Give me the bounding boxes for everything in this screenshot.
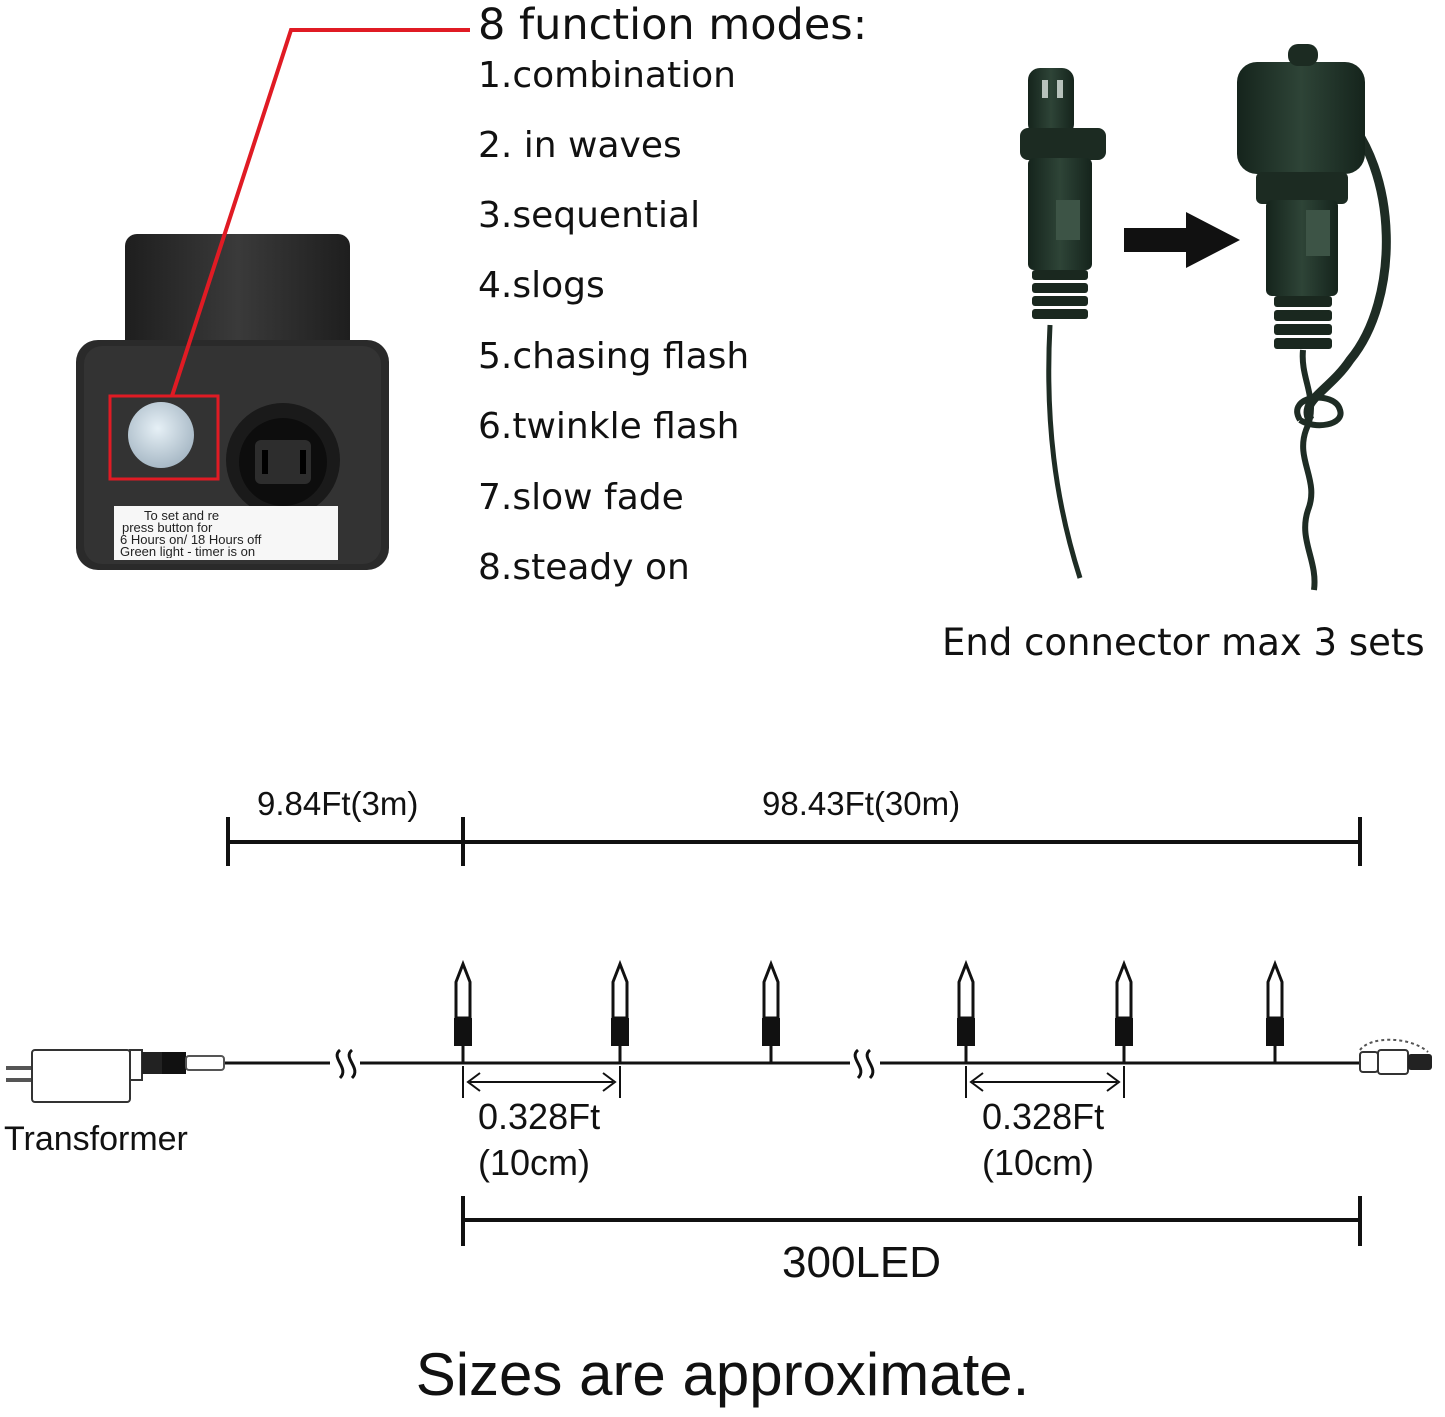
cable-right [1299, 349, 1318, 591]
break-symbol [853, 1048, 863, 1080]
timer-instructions-line: press button for [122, 520, 213, 535]
mode-item: 3.sequential [478, 195, 701, 236]
spacing-arrows [462, 1066, 1125, 1098]
led-bulb-icon [454, 959, 472, 1063]
callout-line [170, 28, 470, 397]
end-cap [1237, 62, 1365, 174]
lead-length-label: 9.84Ft(3m) [257, 785, 419, 822]
mode-item: 6.twinkle flash [478, 406, 740, 447]
led-bulb-icon [762, 959, 780, 1063]
led-count-label: 300LED [782, 1238, 942, 1287]
led-bulbs [454, 959, 1284, 1063]
mode-item: 4.slogs [478, 265, 605, 306]
timer-instructions-line: To set and re [144, 510, 220, 523]
transformer-icon [6, 1049, 225, 1103]
mode-button-callout [108, 28, 470, 481]
arrow-right-icon [1124, 212, 1240, 268]
mode-item: 5.chasing flash [478, 336, 750, 377]
end-connector-caption: End connector max 3 sets [942, 621, 1425, 664]
light-string [224, 1048, 1360, 1080]
led-bulb-icon [1266, 959, 1284, 1063]
timer-instructions: To set and re press button for 6 Hours o… [120, 510, 334, 558]
spacing-1-cm: (10cm) [478, 1142, 591, 1183]
callout-box [108, 394, 220, 481]
led-count-bracket [461, 1196, 1362, 1246]
mode-button-icon [128, 402, 194, 468]
mode-item: 1.combination [478, 55, 736, 96]
timer-instructions-line: 6 Hours on/ 18 Hours off [120, 532, 262, 547]
led-bulb-icon [957, 959, 975, 1063]
spacing-1-ft: 0.328Ft [478, 1096, 601, 1137]
string-length-label: 98.43Ft(30m) [762, 785, 961, 822]
cable-left [1046, 324, 1083, 579]
male-plug-ridges [1032, 270, 1088, 319]
timer-instructions-line: Green light - timer is on [120, 544, 256, 558]
spacing-2-ft: 0.328Ft [982, 1096, 1105, 1137]
led-bulb-icon [611, 959, 629, 1063]
connector-illustration [1020, 44, 1391, 591]
controller-body-top [125, 234, 350, 369]
mode-item: 7.slow fade [478, 477, 684, 518]
spacing-arrow-2 [965, 1066, 1125, 1098]
break-symbol [335, 1048, 345, 1080]
modes-title: 8 function modes: [478, 0, 868, 50]
length-dimensions [226, 817, 1362, 866]
spacing-2-cm: (10cm) [982, 1142, 1095, 1183]
end-plug-icon [1359, 1038, 1432, 1075]
socket-pins-plate [255, 440, 311, 484]
transformer-label: Transformer [4, 1120, 188, 1158]
mode-item: 2. in waves [478, 125, 682, 166]
male-plug-head [1028, 68, 1074, 136]
sizes-disclaimer: Sizes are approximate. [415, 1341, 1030, 1408]
mode-item: 8.steady on [478, 547, 690, 588]
female-plug-ridges [1274, 296, 1332, 349]
spacing-arrow-1 [462, 1066, 621, 1098]
led-bulb-icon [1115, 959, 1133, 1063]
timer-instructions-sticker [114, 506, 338, 560]
